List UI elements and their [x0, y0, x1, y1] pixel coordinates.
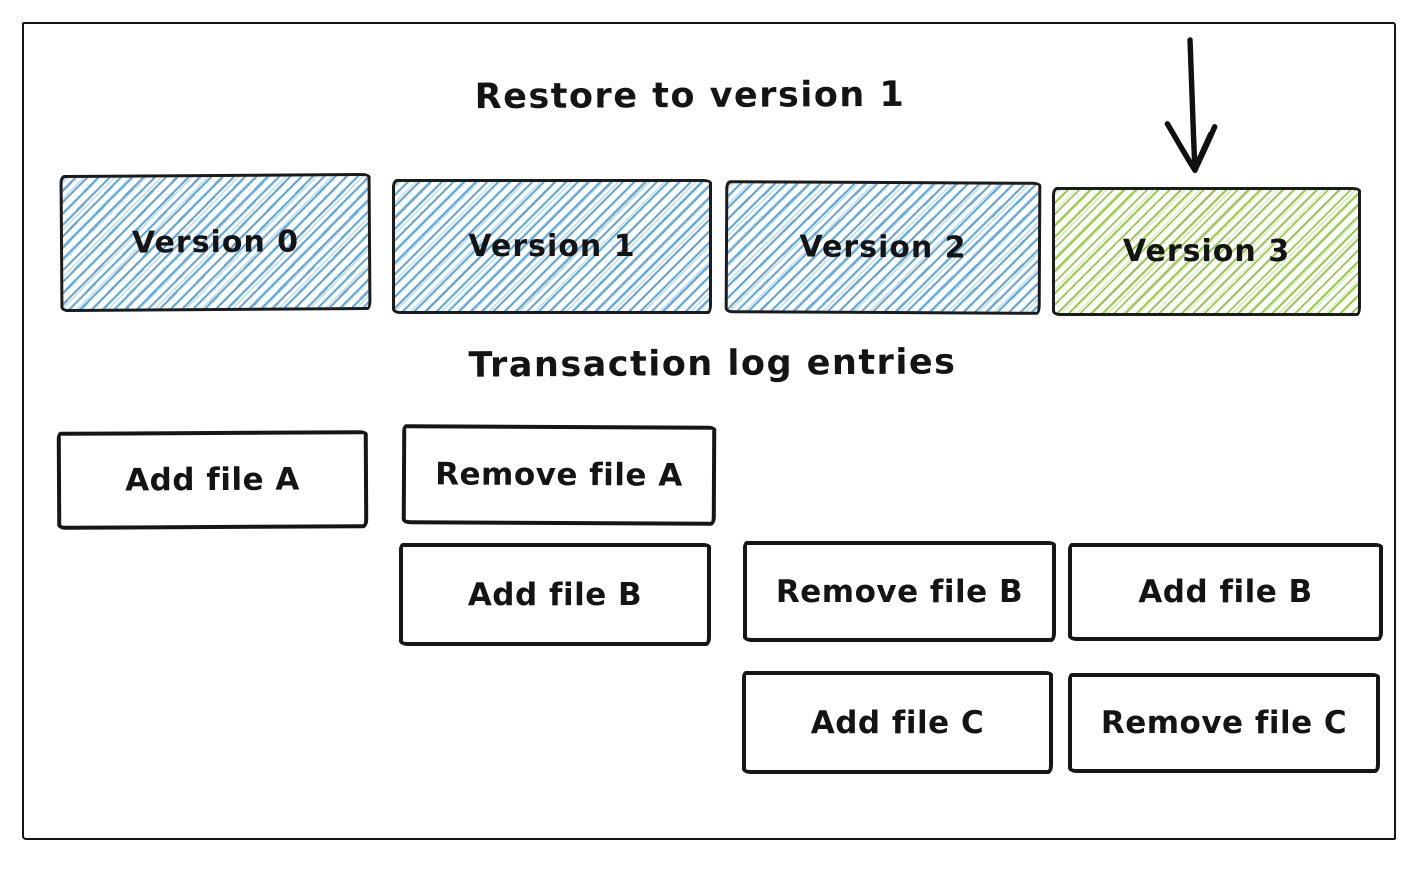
log-section-title: Transaction log entries: [468, 342, 957, 386]
version-box-3: Version 3: [1052, 187, 1361, 316]
log-entry-add-file-c: Add file C: [742, 671, 1053, 774]
version-box-0-label: Version 0: [131, 224, 300, 261]
diagram-title: Restore to version 1: [474, 74, 906, 118]
log-entry-label: Add file C: [810, 704, 985, 741]
version-box-2-label: Version 2: [799, 229, 967, 266]
version-box-0: Version 0: [59, 172, 372, 313]
version-box-1: Version 1: [392, 179, 712, 314]
log-entry-label: Remove file A: [435, 456, 683, 494]
diagram-frame: [22, 22, 1396, 840]
log-entry-label: Remove file B: [775, 573, 1024, 610]
log-entry-add-file-a: Add file A: [56, 430, 369, 530]
version-box-2: Version 2: [724, 180, 1042, 315]
down-arrow-icon: [1164, 37, 1218, 173]
log-entry-remove-file-a: Remove file A: [401, 424, 717, 526]
log-entry-label: Add file A: [125, 461, 300, 499]
log-entry-label: Add file B: [467, 576, 643, 613]
version-box-3-label: Version 3: [1122, 234, 1291, 269]
log-entry-remove-file-b: Remove file B: [743, 541, 1056, 642]
log-entry-label: Remove file C: [1100, 705, 1348, 741]
log-entry-add-file-b-v1: Add file B: [399, 543, 711, 646]
version-box-1-label: Version 1: [468, 229, 636, 264]
log-entry-add-file-b-v3: Add file B: [1068, 543, 1383, 641]
log-entry-label: Add file B: [1138, 574, 1313, 610]
log-entry-remove-file-c: Remove file C: [1068, 673, 1380, 773]
